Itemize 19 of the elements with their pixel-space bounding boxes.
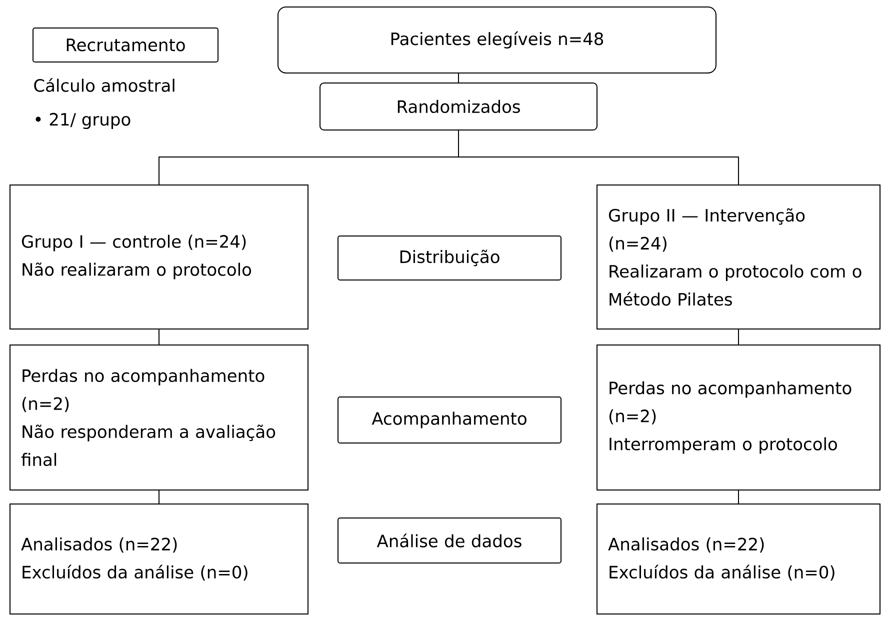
group-box: Analisados (n=22) Excluídos da análise (n=0) (10, 503, 308, 614)
stage-box: Distribuição (338, 235, 562, 280)
group-box: Grupo II — Intervenção (n=24) Realizaram o protocolo com o Método Pilates (596, 184, 880, 330)
process-box: Randomizados (320, 82, 598, 130)
stage-box: Análise de dados (338, 517, 562, 564)
process-box: Pacientes elegíveis n=48 (278, 6, 716, 74)
connector-line (738, 490, 739, 504)
group-box: Perdas no acompanhamento (n=2) Interromperam o protocolo (596, 344, 880, 490)
group-box: Grupo I — controle (n=24) Não realizaram o protocolo (10, 184, 308, 330)
note-text: Cálculo amostral (34, 78, 174, 92)
stage-box: Recrutamento (32, 27, 218, 62)
connector-line (158, 328, 160, 345)
note-text: • 21/ grupo (36, 112, 130, 130)
stage-box: Acompanhamento (338, 396, 562, 444)
group-box: Perdas no acompanhamento (n=2) Não responderam a avaliação final (10, 344, 308, 490)
group-box: Analisados (n=22) Excluídos da análise (n=0) (596, 503, 880, 614)
connector-line (158, 490, 160, 504)
connector-line (738, 328, 739, 345)
connector-line (458, 73, 459, 83)
